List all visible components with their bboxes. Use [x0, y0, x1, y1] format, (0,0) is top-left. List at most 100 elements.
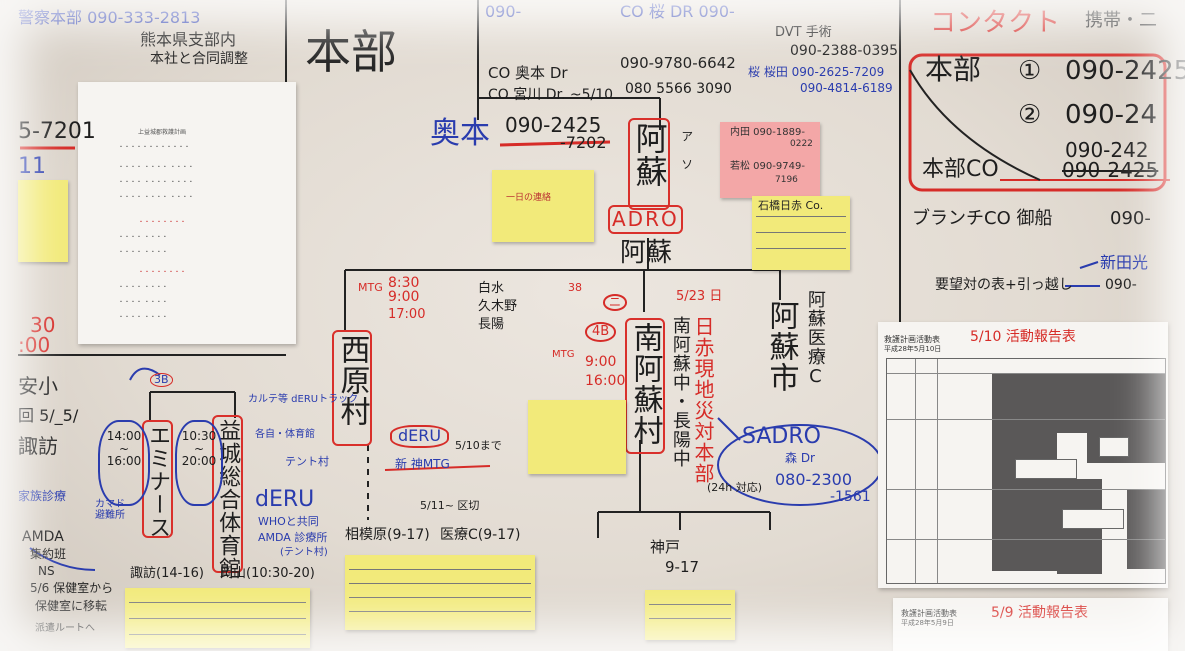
iryo-c: 医療C(9-17) — [440, 527, 521, 543]
pink-line-4: 7196 — [775, 175, 798, 185]
top-center-num: 090- — [485, 2, 522, 21]
date-note: 5/6 保健室から — [30, 581, 114, 595]
dvt-label: DVT 手術 — [775, 25, 832, 40]
badge-ni: ニ — [603, 294, 628, 311]
printed-notice: 上益城郡救護計画 ・・・・・・・・・・・・ ・・・・ ・・・・ ・・・・ ・・・… — [78, 82, 296, 344]
contact-sub: 携帯・二 — [1085, 10, 1157, 31]
amda-clinic: AMDA 診療所 — [258, 531, 328, 544]
emina-time-3: 16:00 — [106, 454, 142, 469]
mtg2-label: MTG — [552, 349, 575, 360]
minamiaso-village: 南阿蘇村 — [625, 318, 665, 454]
c1: ① — [1018, 56, 1042, 86]
aso-kana: ア ソ — [679, 130, 694, 171]
okumoto-num2: -7202 — [560, 133, 607, 152]
shuyakuhan: 集約班 — [30, 547, 67, 561]
sakura-phone: 桜 桜田 090-2625-7209 — [748, 65, 885, 79]
nishihara-village: 西原村 — [332, 330, 372, 446]
kumura: 久木野 — [478, 299, 518, 314]
adro-label: ADRO — [608, 205, 683, 234]
co-miyagawa: CO 宮川 Dr. ~5/10 — [488, 87, 614, 103]
contact-title: コンタクト — [930, 8, 1061, 38]
sagara: 相模原(9-17) — [345, 527, 430, 543]
aso-vertical: 阿蘇 — [628, 118, 670, 210]
left-phone: 5-7201 — [18, 119, 96, 144]
yellow-sticky-kobe — [645, 590, 735, 640]
amda: AMDA — [22, 529, 64, 545]
left-11: 11 — [18, 154, 46, 179]
sticky-label: 一日の連絡 — [506, 193, 552, 203]
honbu-co: 本部CO — [922, 157, 999, 182]
mtg-label: MTG — [358, 281, 383, 294]
kibou-num: 090- — [1105, 277, 1137, 293]
mashiki-time-box: 10:30 ~ 20:00 — [175, 420, 223, 506]
yellow-sticky-mid — [528, 400, 626, 474]
co-okumoto: CO 奥本 Dr — [488, 64, 568, 82]
kai-note: 回 5/_5/ — [18, 406, 79, 425]
minamiaso-sub: 南阿蘇中・長陽中 — [669, 316, 691, 468]
okumoto-phone: 090-9780-6642 — [620, 54, 736, 72]
sadro-num: 080-2300 — [775, 470, 853, 489]
honbu-title: 本部 — [305, 25, 397, 79]
okayama-time: 岡山(10:30-20) — [220, 566, 315, 581]
badge-38: 38 — [568, 281, 582, 294]
shin-nosakai: 新田光 — [1100, 253, 1149, 272]
pink-sticky: 内田 090-1889- 0222 若松 090-9749- 7196 — [720, 122, 820, 198]
okumoto-big: 奥本 — [430, 116, 490, 151]
suwa-left: 諏訪 — [18, 434, 58, 458]
top-center-co: CO 桜 DR 090- — [620, 2, 735, 21]
report2-date: 平成28年5月9日 — [901, 619, 954, 627]
emina-time-box: 14:00 ~ 16:00 — [98, 420, 150, 506]
okumoto-num: 090-2425 — [505, 113, 602, 137]
report2-title: 5/9 活動報告表 — [991, 605, 1088, 621]
tent-2: (テント村) — [280, 547, 328, 558]
aso-city: 阿蘇市 — [763, 300, 799, 393]
transfer-note: 保健室に移転 — [35, 599, 108, 613]
mtg2-time-2: 16:00 — [585, 373, 626, 389]
ishibashi-label: 石橋日赤 Co. — [758, 199, 824, 212]
mashiki-time-3: 20:00 — [181, 454, 217, 469]
sadro-dr: 森 Dr — [785, 451, 815, 465]
c3-num: 090-242 — [1065, 138, 1149, 162]
dvt-phone: 090-2388-0395 — [790, 43, 899, 59]
mtg-time-3: 17:00 — [388, 307, 426, 322]
ns: NS — [38, 564, 55, 578]
badge-3b: 3B — [150, 373, 173, 387]
mashiki-time-2: ~ — [193, 441, 205, 456]
left-time-00: :00 — [18, 333, 51, 357]
karute: カルテ等 dERUトラック — [248, 394, 359, 405]
report1-date: 平成28年5月10日 — [884, 345, 942, 353]
kobe: 神戸 — [650, 538, 681, 556]
kobe-time: 9-17 — [665, 558, 700, 576]
chosha: 長陽 — [478, 317, 505, 332]
yellow-table-sticky — [345, 555, 535, 630]
tent: テント村 — [285, 455, 329, 468]
pink-line-3: 若松 090-9749- — [730, 161, 805, 172]
sadro-label: SADRO — [742, 424, 821, 449]
yellow-table-left — [125, 588, 310, 648]
report1-title: 5/10 活動報告表 — [970, 329, 1076, 345]
c1-num: 090-2425 — [1065, 56, 1185, 86]
shirahama: 白水 — [478, 281, 505, 296]
report2-heading: 救護計画活動表 — [901, 609, 957, 618]
left-time-30: 30 — [30, 313, 56, 337]
an-sho: 安小 — [18, 374, 58, 398]
sadro-num2: -1561 — [830, 489, 871, 505]
report1-heading: 救護計画活動表 — [884, 335, 940, 344]
pink-line-2: 0222 — [790, 139, 813, 149]
aso-center: 阿蘇 — [620, 238, 673, 268]
mashiki-time-1: 10:30 — [181, 429, 217, 443]
c2-num: 090-24 — [1065, 100, 1158, 130]
header-phone: 警察本部 090-333-2813 — [18, 8, 201, 27]
aso-hospital: 阿蘇医療C — [804, 290, 826, 388]
branch-num: 090- — [1110, 208, 1151, 229]
dero-2: dERU — [255, 487, 315, 512]
nisseki-honbu: 日赤現地災対本部 — [691, 316, 715, 484]
c3-num-2: 090-2425 — [1062, 158, 1159, 182]
mtg-time-1: 8:30 — [388, 275, 420, 291]
emina-time-1: 14:00 — [106, 429, 142, 443]
who-note: WHOと共同 — [258, 515, 319, 528]
mtg-time-2: 9:00 — [388, 289, 420, 305]
yellow-sticky-center: 一日の連絡 — [492, 170, 594, 242]
kakuji: 各自・体育館 — [255, 429, 315, 440]
